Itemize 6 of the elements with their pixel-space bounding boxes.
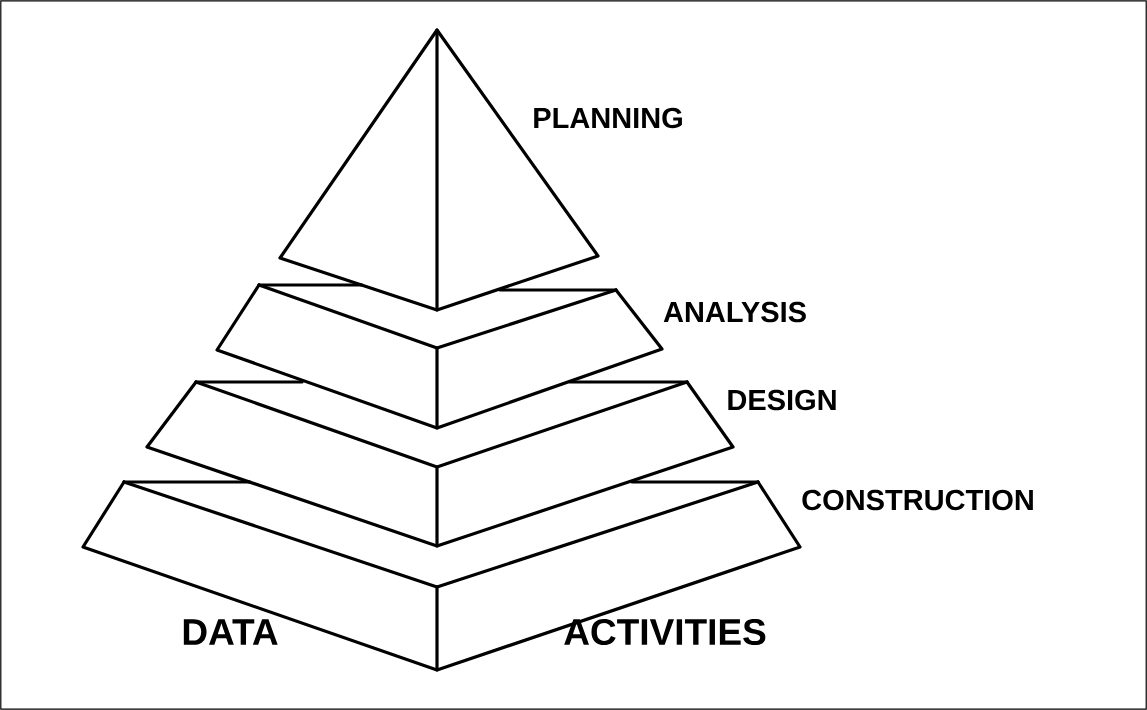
layer-label: PLANNING (534, 107, 682, 129)
layer-label: ACTIVITIES (564, 618, 766, 646)
layer-label: ANALYSIS (663, 301, 806, 323)
layer-label: DATA (183, 619, 278, 645)
layer-label: DESIGN (728, 389, 836, 411)
layer-label: CONSTRUCTION (802, 489, 1033, 511)
